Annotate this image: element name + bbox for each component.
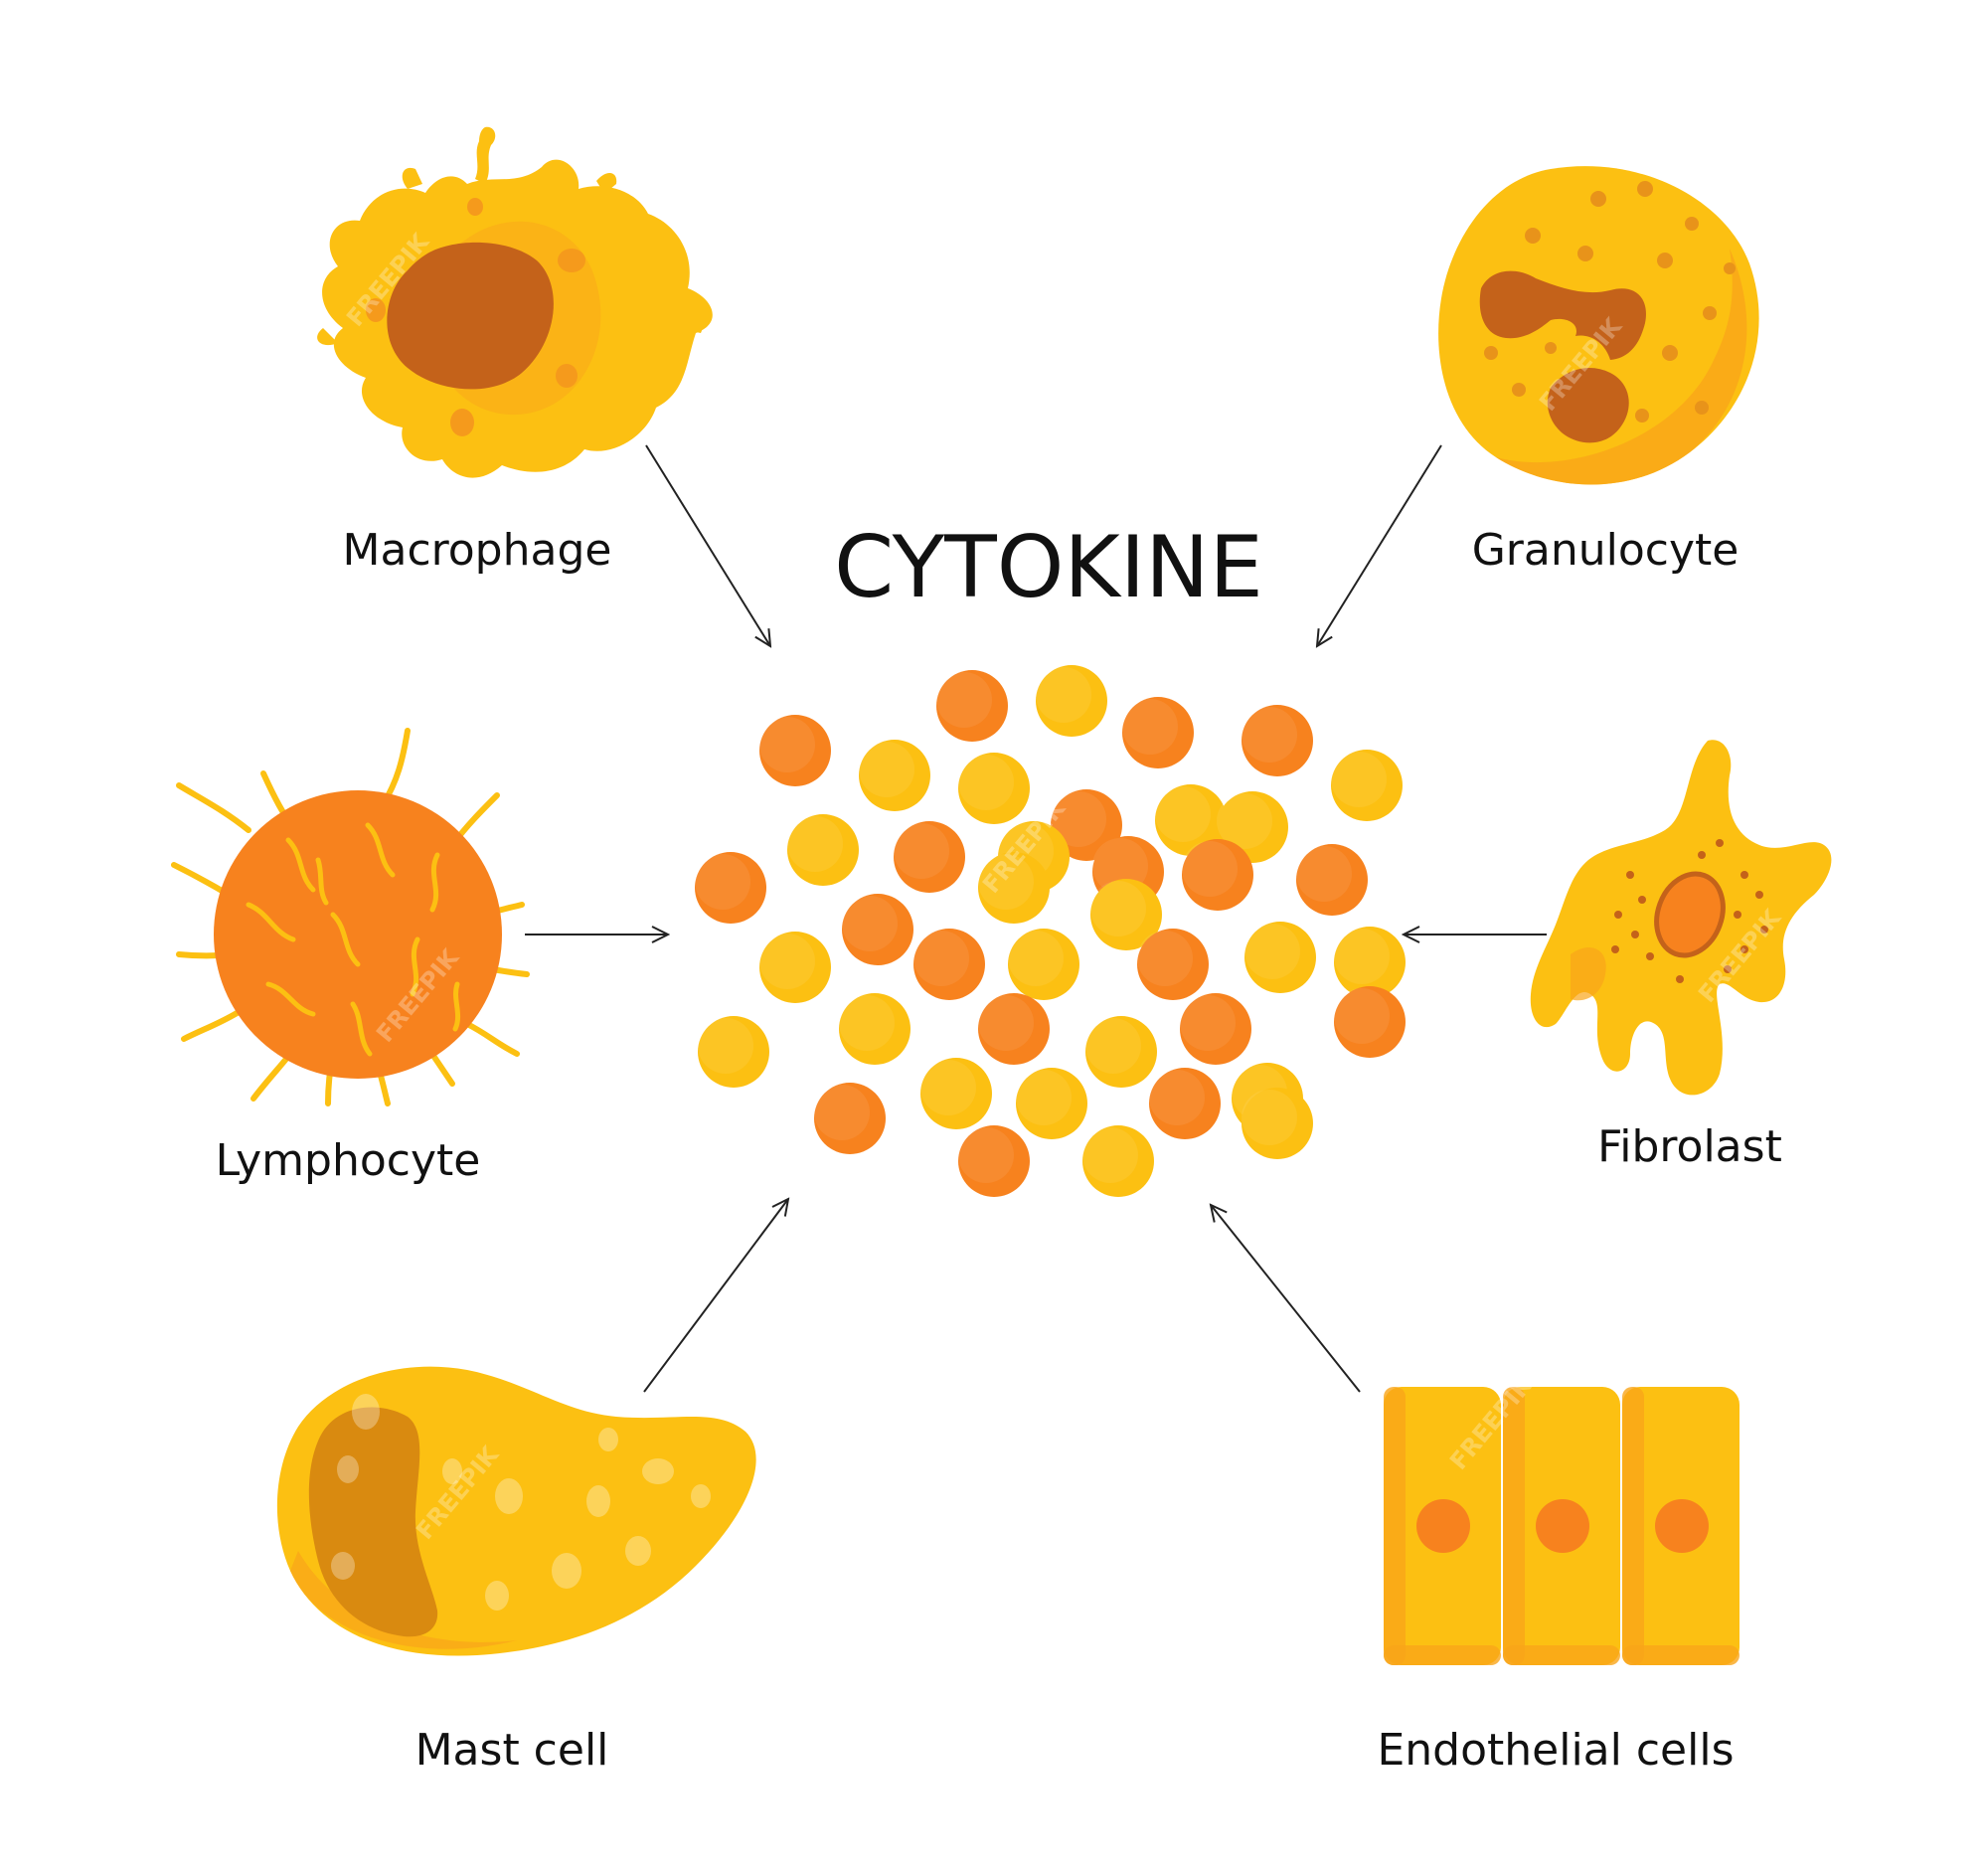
particle-highlight (1137, 931, 1193, 986)
cytokine-particle-orange (1242, 705, 1313, 776)
lymphocyte-illustration (171, 728, 530, 1106)
macrophage-illustration (317, 126, 713, 478)
cytokine-particle-yellow (1090, 879, 1162, 950)
cytokine-particle-yellow (839, 993, 911, 1065)
cytokine-particle-yellow (958, 753, 1030, 824)
particle-highlight (920, 1060, 976, 1115)
label-fibroblast: Fibrolast (1597, 1121, 1782, 1172)
particle-highlight (1016, 1070, 1072, 1125)
label-lymphocyte: Lymphocyte (216, 1135, 481, 1186)
particle-highlight (814, 1085, 870, 1140)
cytokine-particle-orange (894, 821, 965, 893)
cytokine-particle-yellow (859, 740, 930, 811)
particle-highlight (1334, 929, 1390, 984)
cytokine-particle-orange (1182, 839, 1253, 911)
particle-highlight (1217, 793, 1272, 849)
particle-highlight (1008, 931, 1064, 986)
label-endothelial-cells: Endothelial cells (1377, 1725, 1734, 1776)
particle-highlight (759, 717, 815, 772)
particle-highlight (1242, 1090, 1297, 1145)
cytokine-particle-yellow (1008, 929, 1079, 1000)
particle-highlight (936, 672, 992, 728)
particle-highlight (698, 1018, 753, 1074)
cytokine-particle-orange (936, 670, 1008, 742)
cytokine-particle-orange (978, 993, 1050, 1065)
arrow-mast-cell (643, 1199, 788, 1393)
particle-highlight (958, 755, 1014, 810)
particle-highlight (1051, 791, 1106, 847)
cytokine-particle-yellow (1036, 665, 1107, 737)
cytokine-particle-yellow (978, 852, 1050, 924)
particle-highlight (787, 816, 843, 872)
particle-highlight (1334, 988, 1390, 1044)
particle-highlight (859, 742, 914, 797)
cytokine-particle-orange (1051, 789, 1122, 861)
cytokine-particle-yellow (1082, 1125, 1154, 1197)
arrows (525, 444, 1547, 1393)
particle-highlight (1155, 786, 1211, 842)
diagram-title: CYTOKINE (834, 518, 1263, 617)
cytokine-particle-orange (958, 1125, 1030, 1197)
granulocyte-illustration (1438, 166, 1759, 485)
cytokine-particle-orange (1137, 929, 1209, 1000)
particle-highlight (978, 995, 1034, 1051)
cytokine-particle-orange (1149, 1068, 1221, 1139)
arrow-endothelial (1211, 1205, 1361, 1393)
particle-highlight (1182, 841, 1238, 897)
particle-highlight (1082, 1127, 1138, 1183)
cytokine-particle-orange (1122, 697, 1194, 768)
cytokine-particle-yellow (1016, 1068, 1087, 1139)
cytokine-particle-yellow (1155, 784, 1227, 856)
arrow-macrophage (645, 444, 770, 646)
particle-highlight (1242, 707, 1297, 763)
cytokine-particle-yellow (1244, 922, 1316, 993)
cytokine-particle-yellow (920, 1058, 992, 1129)
cytokine-particle-orange (1180, 993, 1251, 1065)
cytokine-particle-yellow (1334, 927, 1406, 998)
particle-highlight (913, 931, 969, 986)
cytokine-particle-orange (1296, 844, 1368, 916)
cytokine-particle-yellow (759, 932, 831, 1003)
cytokine-particle-orange (913, 929, 985, 1000)
cytokine-particles (695, 665, 1406, 1197)
particle-highlight (978, 854, 1034, 910)
cytokine-particle-orange (695, 852, 766, 924)
particle-highlight (839, 995, 895, 1051)
arrow-granulocyte (1317, 444, 1442, 646)
cytokine-particle-orange (842, 894, 913, 965)
cytokine-particle-orange (759, 715, 831, 786)
particle-highlight (1244, 924, 1300, 979)
particle-highlight (759, 934, 815, 989)
cytokine-particle-yellow (1085, 1016, 1157, 1088)
particle-highlight (894, 823, 949, 879)
endothelial-cells-illustration (1384, 1387, 1740, 1665)
particle-highlight (1090, 881, 1146, 936)
cytokine-particle-orange (1334, 986, 1406, 1058)
cytokine-particle-yellow (1331, 750, 1403, 821)
mast-cell-illustration (276, 1366, 756, 1656)
cytokine-particle-orange (814, 1083, 886, 1154)
particle-highlight (958, 1127, 1014, 1183)
particle-highlight (842, 896, 898, 951)
cytokine-particle-yellow (1242, 1088, 1313, 1159)
fibroblast-illustration (1530, 740, 1832, 1096)
particle-highlight (1036, 667, 1091, 723)
label-mast-cell: Mast cell (415, 1725, 609, 1776)
particle-highlight (1149, 1070, 1205, 1125)
particle-highlight (1122, 699, 1178, 755)
particle-highlight (1180, 995, 1236, 1051)
cytokine-particle-yellow (787, 814, 859, 886)
label-macrophage: Macrophage (343, 525, 612, 576)
cytokine-particle-yellow (698, 1016, 769, 1088)
particle-highlight (695, 854, 750, 910)
label-granulocyte: Granulocyte (1472, 525, 1740, 576)
particle-highlight (1296, 846, 1352, 902)
particle-highlight (1085, 1018, 1141, 1074)
particle-highlight (1331, 752, 1387, 807)
